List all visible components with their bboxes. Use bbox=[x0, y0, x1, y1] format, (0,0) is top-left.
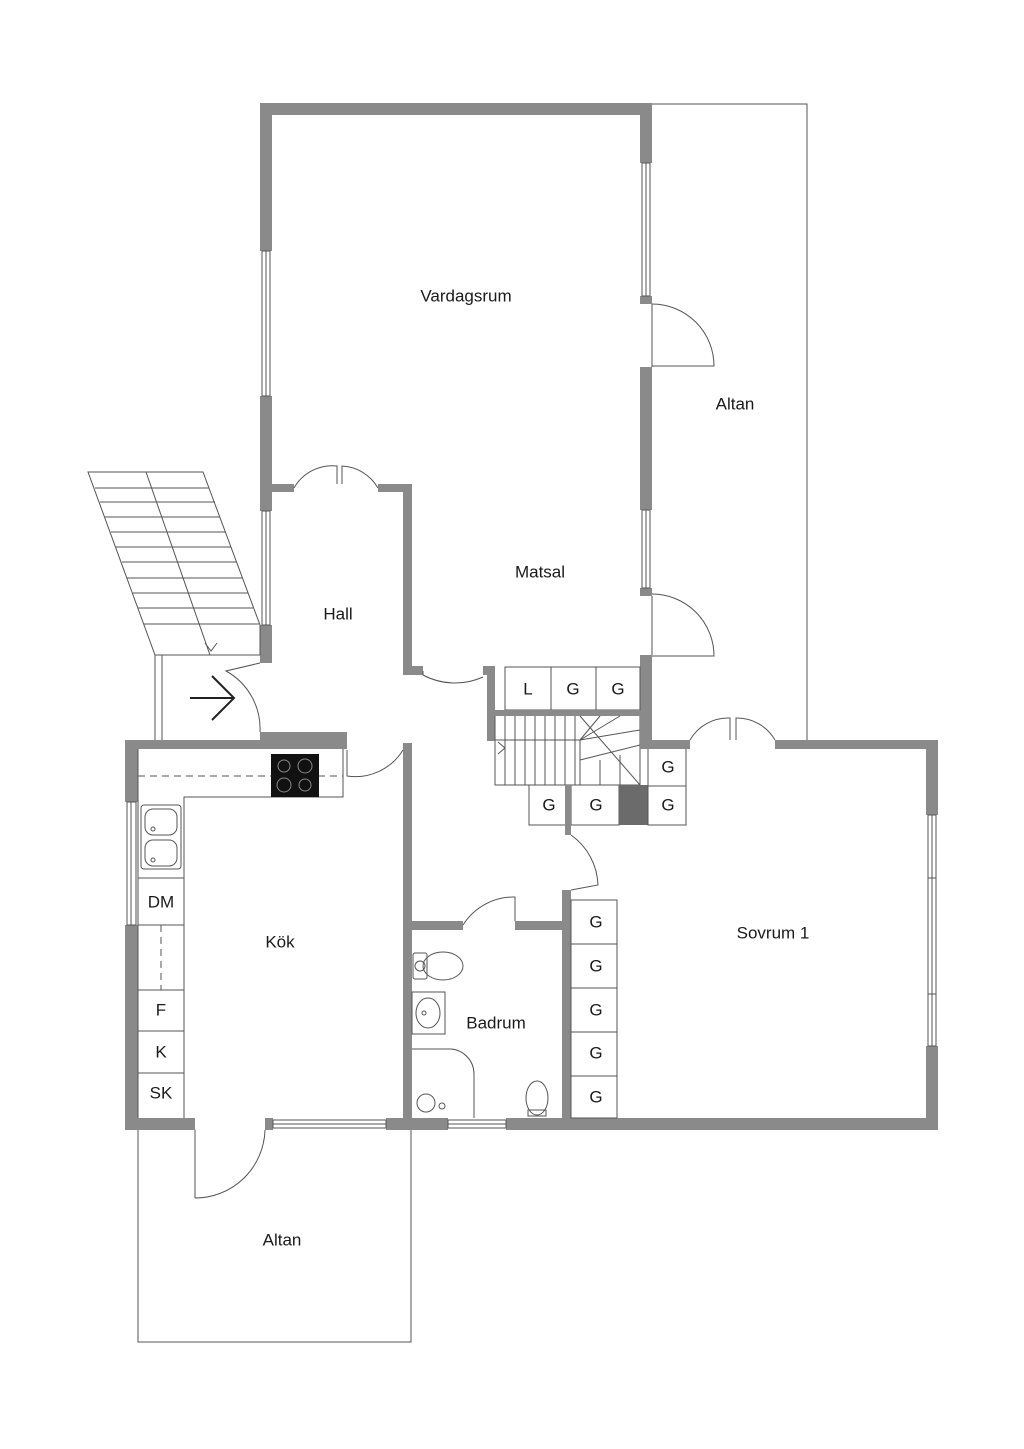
room-label-matsal: Matsal bbox=[515, 562, 565, 581]
storage-label-g: G bbox=[611, 679, 624, 698]
toilet-icon bbox=[412, 951, 464, 981]
room-label-vardagsrum: Vardagsrum bbox=[420, 286, 511, 305]
storage-label-g: G bbox=[542, 795, 555, 814]
stove-icon bbox=[271, 754, 319, 797]
wardrobe-label-g: G bbox=[589, 912, 602, 931]
room-label-altan-top: Altan bbox=[716, 394, 755, 413]
kitchen-windows bbox=[126, 801, 387, 1129]
wardrobe-label-g: G bbox=[589, 956, 602, 975]
storage-label-g: G bbox=[661, 757, 674, 776]
bedroom-door bbox=[570, 834, 599, 891]
storage-label-g: G bbox=[589, 795, 602, 814]
wardrobe-label-g: G bbox=[589, 1000, 602, 1019]
room-label-hall: Hall bbox=[323, 604, 352, 623]
kitchen-counter bbox=[137, 749, 344, 1118]
storage-label-g: G bbox=[661, 795, 674, 814]
corridor-walls bbox=[260, 671, 484, 740]
bedroom-balcony-door bbox=[689, 717, 776, 741]
wardrobe-label-g: G bbox=[589, 1043, 602, 1062]
storage-label-g: G bbox=[566, 679, 579, 698]
indoor-staircase bbox=[494, 710, 641, 786]
kitchen-outdoor-door bbox=[194, 1129, 266, 1199]
shower-area bbox=[412, 1048, 475, 1118]
altan-doors bbox=[651, 303, 715, 657]
room-label-kok: Kök bbox=[265, 932, 295, 951]
storage-label-l: L bbox=[523, 679, 532, 698]
living-room-windows bbox=[261, 162, 651, 626]
bedroom-wardrobes bbox=[570, 899, 618, 1119]
bathroom-walls bbox=[403, 890, 571, 1130]
wardrobe-label-g: G bbox=[589, 1087, 602, 1106]
bedroom-window bbox=[927, 814, 937, 1047]
kitchen-unit-f: F bbox=[156, 1000, 166, 1019]
kitchen-unit-sk: SK bbox=[150, 1083, 173, 1102]
outdoor-stairs bbox=[87, 471, 261, 740]
kitchen-unit-k: K bbox=[155, 1042, 167, 1061]
kitchen-walls bbox=[125, 740, 446, 1130]
bathroom-window bbox=[447, 1119, 507, 1129]
kitchen-door bbox=[346, 749, 404, 778]
room-label-badrum: Badrum bbox=[466, 1013, 526, 1032]
entrance-door bbox=[224, 662, 261, 733]
altan-top-outline bbox=[652, 103, 808, 740]
bidet-icon bbox=[525, 1080, 549, 1117]
hall-double-door bbox=[293, 465, 379, 489]
sink-icon bbox=[140, 804, 182, 870]
washbasin-icon bbox=[411, 991, 446, 1035]
bedroom-walls bbox=[571, 716, 938, 1130]
bathroom-door bbox=[462, 896, 516, 926]
altan-bottom-outline bbox=[137, 1130, 412, 1343]
kitchen-unit-dm: DM bbox=[148, 892, 174, 911]
living-room-walls bbox=[260, 103, 652, 741]
room-label-altan-bottom: Altan bbox=[263, 1230, 302, 1249]
storage-middle bbox=[528, 745, 687, 835]
room-label-sovrum: Sovrum 1 bbox=[737, 923, 810, 942]
entrance-arrow-icon bbox=[190, 675, 236, 721]
